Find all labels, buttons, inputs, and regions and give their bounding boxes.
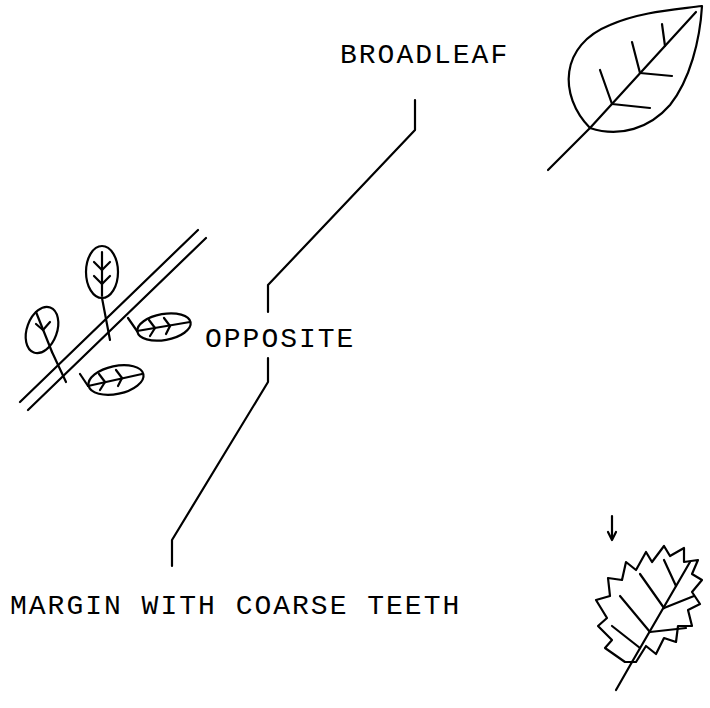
opposite-branch-figure: [20, 230, 206, 410]
key-label: OPPOSITE: [205, 326, 355, 354]
key-leader-line: [268, 100, 415, 312]
key-label: BROADLEAF: [340, 42, 509, 70]
toothed-leaf-figure: [596, 516, 702, 690]
key-label: MARGIN WITH COARSE TEETH: [10, 593, 461, 621]
key-leader-line: [172, 358, 268, 566]
broadleaf-figure: [548, 6, 702, 170]
